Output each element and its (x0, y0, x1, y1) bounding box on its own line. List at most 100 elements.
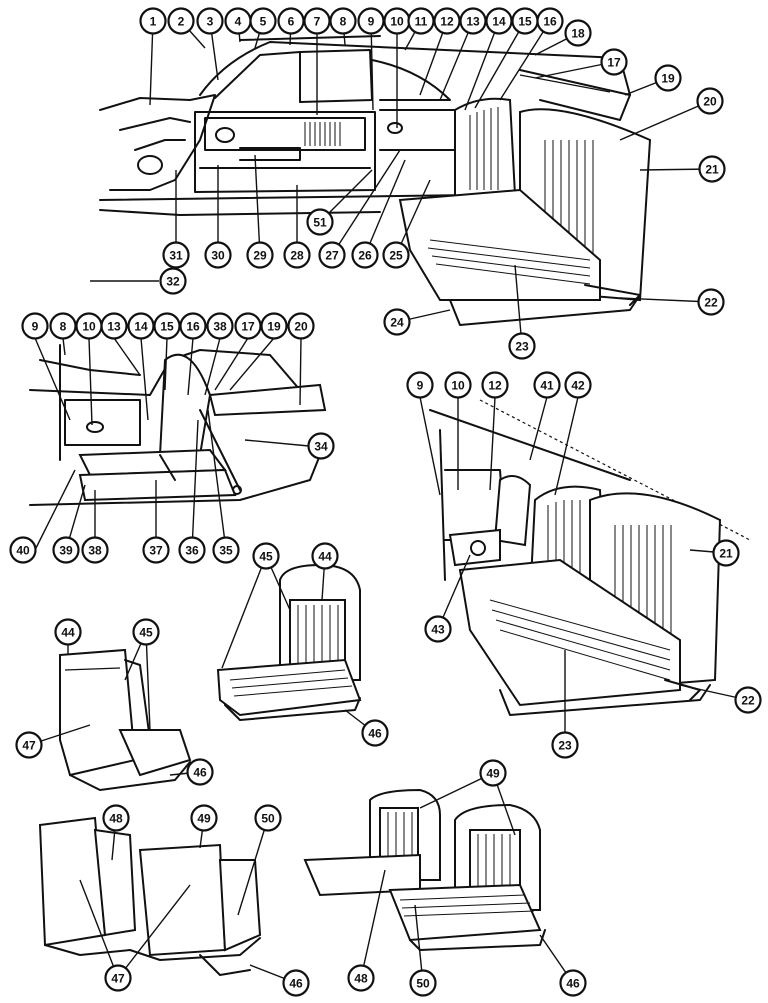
callout-circle (179, 312, 207, 340)
callout-8: 8 (49, 312, 77, 340)
callout-circle (318, 241, 346, 269)
callout-16: 16 (536, 7, 564, 35)
callout-46: 46 (186, 758, 214, 786)
callout-number: 14 (492, 15, 506, 29)
callout-number: 47 (111, 972, 125, 986)
callout-circle (696, 87, 724, 115)
callout-number: 23 (515, 340, 529, 354)
callout-2: 2 (167, 7, 195, 35)
callout-13: 13 (100, 312, 128, 340)
callout-number: 30 (211, 249, 225, 263)
callout-circle (252, 542, 280, 570)
callout-number: 39 (59, 544, 73, 558)
callout-circle (15, 731, 43, 759)
callout-47: 47 (104, 964, 132, 992)
top-interior-view (99, 35, 652, 326)
callout-circle (361, 719, 389, 747)
callout-15: 15 (153, 312, 181, 340)
callout-12: 12 (433, 7, 461, 35)
callout-51: 51 (306, 208, 334, 236)
callout-19: 19 (260, 312, 288, 340)
callout-circle (283, 241, 311, 269)
callout-circle (9, 536, 37, 564)
callout-circle (260, 312, 288, 340)
callout-number: 14 (134, 320, 148, 334)
callout-23: 23 (508, 332, 536, 360)
callout-circle (311, 542, 339, 570)
callout-19: 19 (654, 64, 682, 92)
callout-9: 9 (21, 312, 49, 340)
callout-circle (712, 539, 740, 567)
callout-20: 20 (287, 312, 315, 340)
callout-3: 3 (196, 7, 224, 35)
callout-circle (139, 7, 167, 35)
callout-44: 44 (311, 542, 339, 570)
bucket-seat-view (216, 563, 362, 721)
callout-circle (306, 208, 334, 236)
callout-31: 31 (162, 241, 190, 269)
callout-32: 32 (159, 267, 187, 295)
callout-47: 47 (15, 731, 43, 759)
callout-11: 11 (407, 7, 435, 35)
callout-number: 41 (540, 379, 554, 393)
callout-circle (479, 759, 507, 787)
callout-46: 46 (559, 969, 587, 997)
callout-number: 22 (741, 694, 755, 708)
callout-23: 23 (551, 731, 579, 759)
callout-9: 9 (406, 371, 434, 399)
callout-48: 48 (347, 964, 375, 992)
callout-12: 12 (481, 371, 509, 399)
callout-circle (409, 969, 437, 997)
callout-number: 36 (185, 544, 199, 558)
callout-circle (54, 618, 82, 646)
callout-10: 10 (75, 312, 103, 340)
callout-14: 14 (127, 312, 155, 340)
callout-27: 27 (318, 241, 346, 269)
callout-number: 7 (314, 15, 321, 29)
callout-8: 8 (329, 7, 357, 35)
callout-15: 15 (511, 7, 539, 35)
callout-circle (159, 267, 187, 295)
callout-39: 39 (52, 536, 80, 564)
callout-circle (734, 686, 762, 714)
callout-number: 48 (109, 812, 123, 826)
callout-number: 11 (415, 15, 428, 29)
callout-number: 3 (207, 15, 214, 29)
callout-34: 34 (307, 432, 335, 460)
callout-number: 46 (289, 977, 303, 991)
callout-number: 35 (219, 544, 233, 558)
callout-48: 48 (102, 804, 130, 832)
callout-number: 46 (566, 977, 580, 991)
callout-number: 44 (61, 626, 75, 640)
callout-36: 36 (178, 536, 206, 564)
callout-number: 9 (368, 15, 375, 29)
callout-number: 44 (318, 550, 332, 564)
callout-44: 44 (54, 618, 82, 646)
callout-29: 29 (246, 241, 274, 269)
callout-42: 42 (564, 371, 592, 399)
callout-circle (383, 308, 411, 336)
callout-number: 4 (235, 15, 242, 29)
callout-40: 40 (9, 536, 37, 564)
callout-5: 5 (249, 7, 277, 35)
callout-number: 49 (486, 767, 500, 781)
twin-bucket-back-view (38, 816, 262, 976)
callout-46: 46 (361, 719, 389, 747)
callout-number: 5 (260, 15, 267, 29)
callout-38: 38 (81, 536, 109, 564)
callout-number: 31 (169, 249, 183, 263)
callout-number: 23 (558, 739, 572, 753)
callout-circle (564, 371, 592, 399)
twin-bucket-front-view (303, 788, 546, 951)
callout-4: 4 (224, 7, 252, 35)
callout-16: 16 (179, 312, 207, 340)
callout-circle (204, 241, 232, 269)
callout-number: 16 (543, 15, 557, 29)
callout-number: 45 (139, 626, 153, 640)
callout-7: 7 (303, 7, 331, 35)
callout-number: 27 (325, 249, 339, 263)
callout-number: 42 (571, 379, 585, 393)
callout-6: 6 (277, 7, 305, 35)
callout-number: 43 (431, 623, 445, 637)
